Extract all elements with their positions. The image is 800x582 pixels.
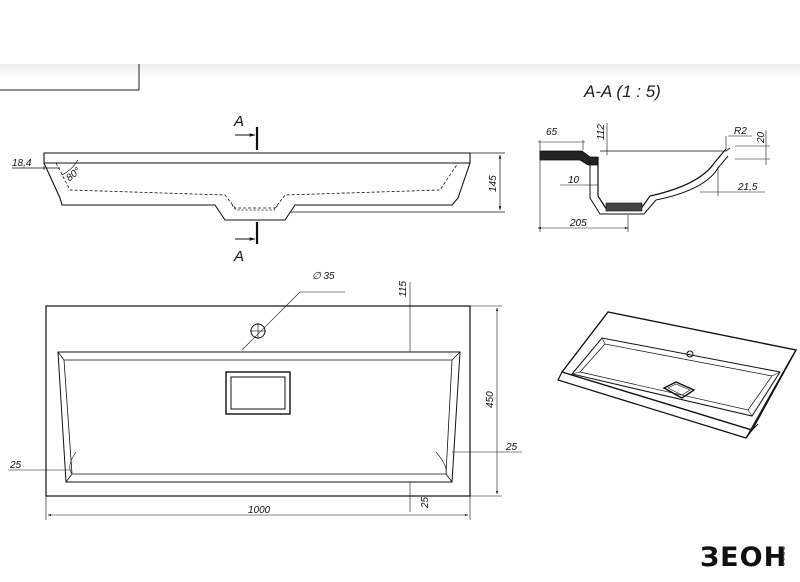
section-marker-bottom — [235, 222, 259, 244]
title-block-frame — [0, 64, 140, 91]
brand-logo: ЗЕОН ПЛЮС — [700, 543, 792, 573]
dim-plan-depth: 450 — [485, 391, 496, 408]
isometric-view — [557, 311, 798, 439]
dim-profile-height: 145 — [488, 175, 499, 192]
section-marker-label-bottom: A — [233, 248, 244, 265]
dim-radius: R2 — [734, 126, 747, 137]
section-view — [537, 123, 770, 232]
brand-name: ЗЕОН — [700, 542, 788, 573]
dim-lip: 21,5 — [737, 182, 758, 193]
dim-bottom-margin: 25 — [420, 496, 431, 509]
dim-rim: 20 — [756, 131, 767, 144]
dim-section-depth: 112 — [596, 124, 607, 140]
section-marker-label-top: A — [233, 113, 244, 130]
section-marker-top — [235, 127, 259, 150]
dim-length: 1000 — [248, 505, 271, 516]
dim-left-margin: 25 — [9, 460, 22, 471]
dim-ledge: 65 — [546, 127, 558, 138]
dim-angle: 80° — [64, 166, 83, 184]
header-band — [0, 64, 800, 80]
dim-wall: 10 — [568, 175, 580, 186]
profile-view — [12, 152, 505, 221]
brand-tagline: ПЛЮС — [778, 546, 785, 566]
dim-edge-thickness: 18,4 — [12, 158, 32, 169]
plan-view — [8, 282, 522, 520]
dim-hole-diameter: ∅ 35 — [312, 271, 335, 282]
section-title: A-A (1 : 5) — [583, 82, 661, 101]
dim-top-margin: 115 — [398, 281, 409, 297]
dim-right-margin: 25 — [505, 442, 518, 453]
dim-section-width: 205 — [569, 218, 587, 229]
